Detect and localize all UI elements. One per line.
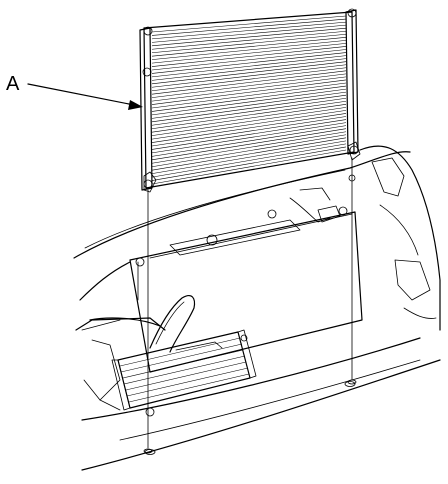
condenser-fin-line: [151, 116, 347, 147]
condenser-fin-line: [151, 30, 347, 50]
fluid-cooler: [111, 329, 257, 417]
callout-a: A: [6, 73, 143, 110]
condenser: [139, 8, 361, 193]
callout-a-label: A: [6, 73, 20, 95]
condenser-fin-line: [151, 58, 347, 81]
callout-a-leader: [27, 83, 135, 106]
condenser-fin-line: [151, 18, 347, 36]
condenser-fin-line: [151, 113, 347, 143]
condenser-fin-line: [151, 76, 347, 102]
condenser-fin-line: [151, 55, 347, 78]
condenser-fin-line: [151, 15, 347, 33]
condenser-fin-line: [151, 122, 347, 154]
bumper-lower-beam: [81, 337, 441, 471]
condenser-fin-line: [151, 49, 347, 71]
condenser-fin-line: [151, 33, 347, 54]
condenser-fin-line: [151, 134, 347, 168]
mount-bottom-left: [143, 179, 153, 189]
condenser-fin-line: [151, 146, 347, 181]
callout-a-arrowhead: [128, 100, 143, 110]
condenser-fin-line: [151, 104, 347, 133]
condenser-fin-line: [151, 52, 347, 74]
condenser-fin-line: [151, 67, 347, 92]
condenser-fin-line: [151, 79, 347, 105]
condenser-fin-line: [151, 128, 347, 161]
condenser-fin-line: [151, 46, 347, 67]
condenser-fin-line: [151, 125, 347, 157]
mount-left-mid: [142, 67, 152, 77]
cooler-fins: [119, 337, 250, 403]
condenser-fin-line: [151, 110, 347, 140]
condenser-fin-line: [151, 143, 347, 178]
condenser-fin-line: [151, 64, 347, 88]
condenser-fin-line: [151, 73, 347, 98]
mount-top-right: [347, 8, 357, 18]
condenser-fin-line: [151, 97, 347, 126]
condenser-fin-line: [151, 27, 347, 47]
condenser-fin-line: [151, 137, 347, 171]
condenser-fin-line: [151, 107, 347, 136]
condenser-fin-line: [151, 40, 347, 60]
condenser-fin-line: [151, 37, 347, 57]
condenser-fin-line: [151, 131, 347, 164]
condenser-fin-line: [151, 149, 347, 185]
condenser-fin-line: [151, 70, 347, 95]
condenser-fin-line: [151, 61, 347, 85]
condenser-fin-line: [151, 91, 347, 119]
mounting-guide-lines: [143, 157, 357, 454]
condenser-fin-line: [151, 21, 347, 40]
vehicle-front-body: [73, 145, 441, 411]
condenser-fin-line: [151, 140, 347, 174]
condenser-fin-line: [151, 94, 347, 123]
condenser-fin-line: [151, 82, 347, 109]
condenser-fin-line: [151, 88, 347, 116]
condenser-fin-line: [151, 100, 347, 130]
condenser-fin-line: [151, 85, 347, 112]
condenser-fin-line: [151, 119, 347, 150]
mount-top-left: [143, 26, 153, 36]
condenser-fin-line: [151, 43, 347, 64]
condenser-fin-line: [151, 24, 347, 43]
mount-bottom-right: [349, 145, 359, 155]
hose-bracket: [89, 295, 223, 353]
condenser-fins: [151, 15, 347, 185]
